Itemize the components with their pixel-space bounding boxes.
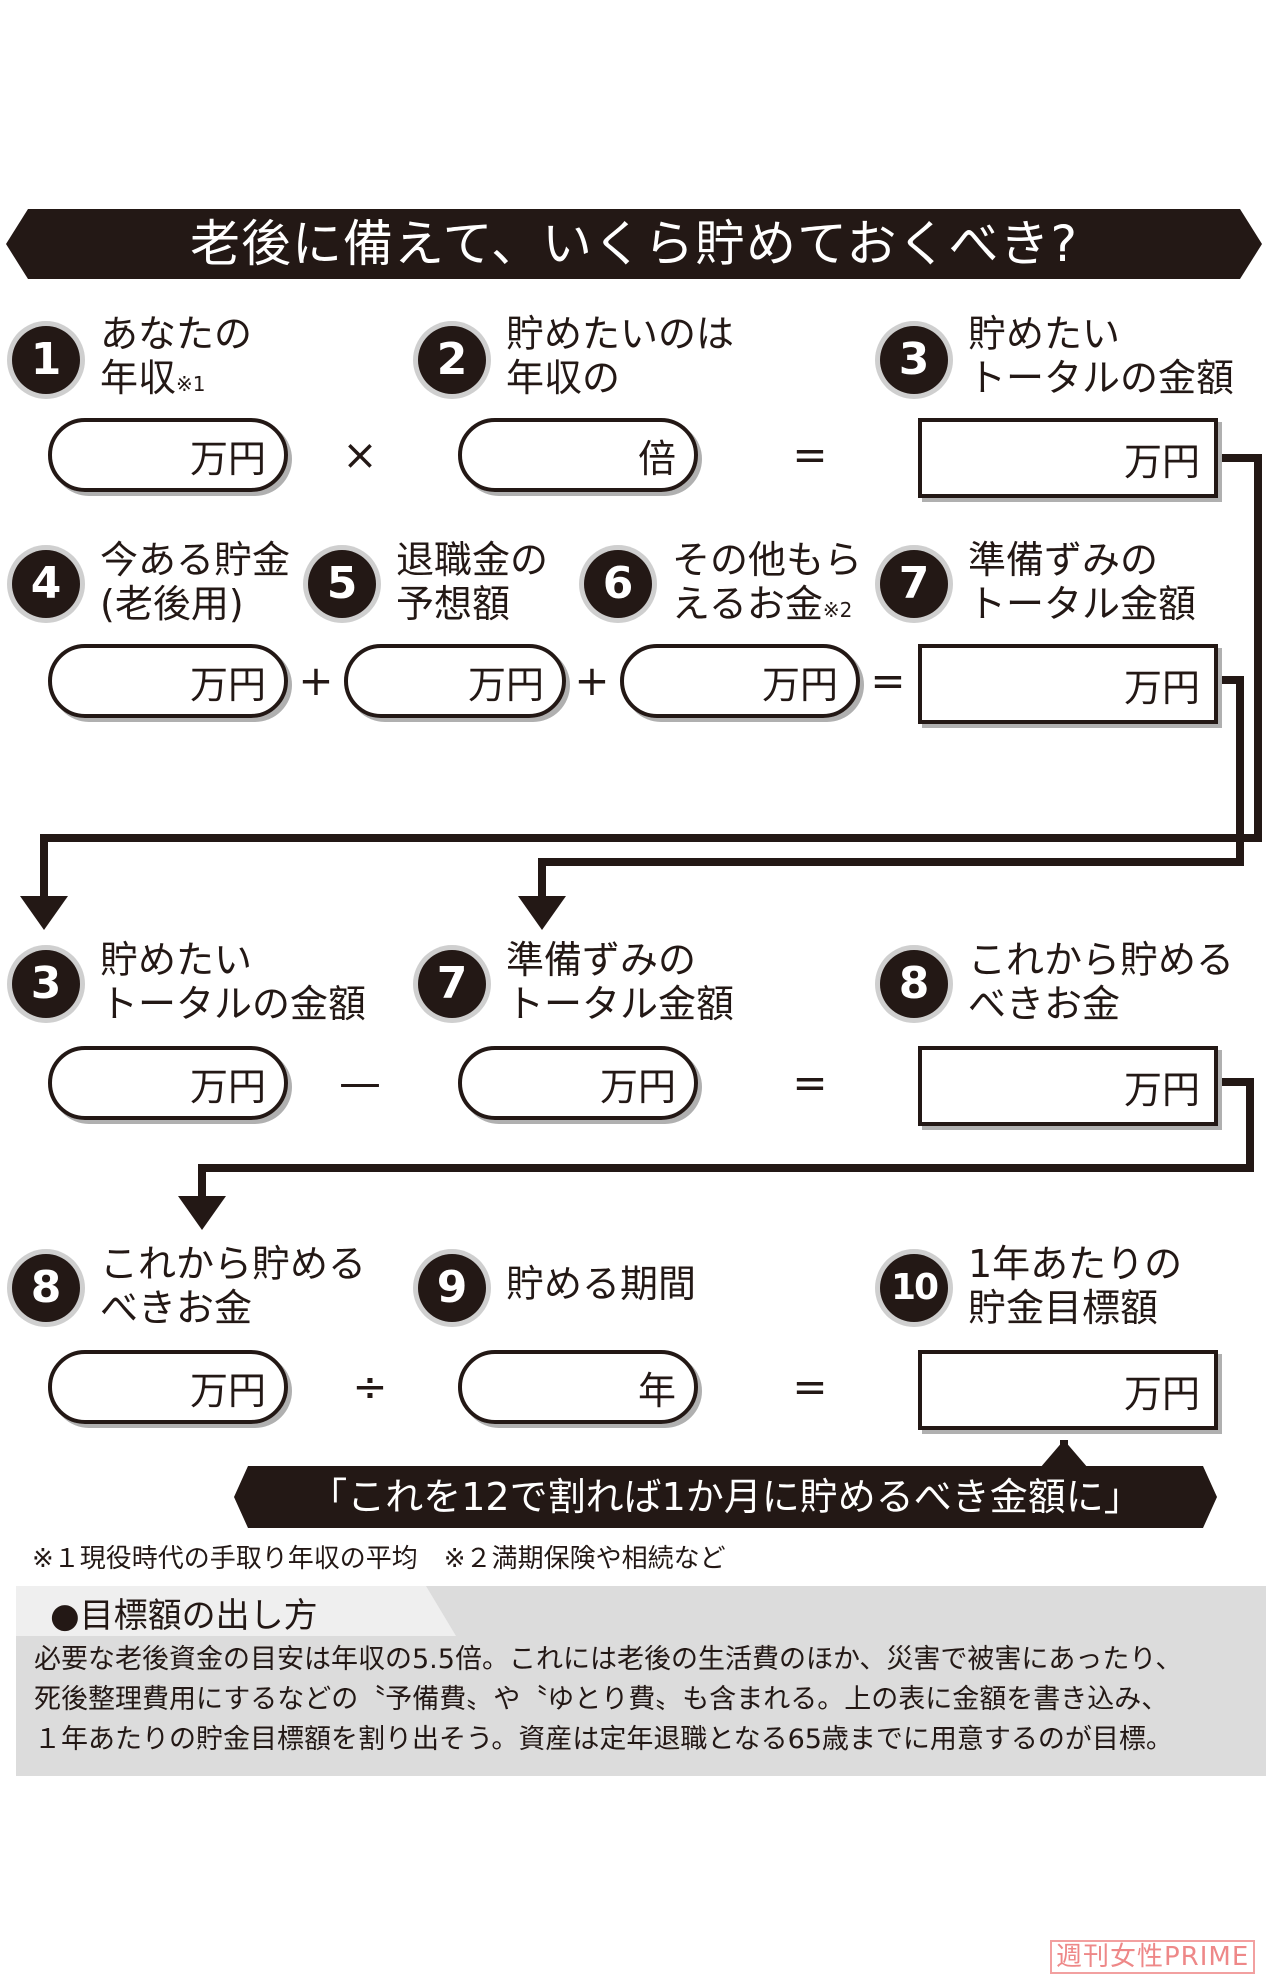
income-multiplier-field[interactable]: 倍 (458, 418, 698, 492)
step-label: これから貯める べきお金 (100, 1242, 367, 1330)
saving-period-field[interactable]: 年 (458, 1350, 698, 1424)
operator-symbol: — (339, 1058, 381, 1107)
publisher-logo: 週刊女性PRIME (1050, 1936, 1256, 1974)
footnote-mark: ※1 (176, 372, 206, 396)
step-number-badge: 7 (880, 550, 948, 618)
step-label: 1年あたりの 貯金目標額 (968, 1242, 1183, 1330)
unit-label: 万円 (1123, 439, 1200, 484)
unit-label: 万円 (467, 662, 544, 707)
info-title: ●目標額の出し方 (50, 1596, 318, 1636)
step-label: 準備ずみの トータル金額 (968, 538, 1197, 626)
monthly-hint-banner (234, 1466, 1217, 1528)
step-number-badge: 5 (308, 550, 376, 618)
operator-symbol: ÷ (352, 1362, 388, 1411)
unit-label: 万円 (189, 662, 266, 707)
remaining-savings-field[interactable]: 万円 (918, 1046, 1218, 1126)
title-banner (6, 209, 1262, 279)
step-number-badge: 2 (418, 326, 486, 394)
step-number-badge: 8 (12, 1254, 80, 1322)
unit-label: 万円 (189, 1064, 266, 1109)
step-number-badge: 8 (880, 950, 948, 1018)
step-label: 貯めたい トータルの金額 (100, 938, 367, 1026)
page-title: 老後に備えて、いくら貯めておくべき? (189, 215, 1079, 273)
step-label: これから貯める べきお金 (968, 938, 1235, 1026)
prepared-total-copy-field[interactable]: 万円 (458, 1046, 698, 1120)
info-title-tab (16, 1586, 456, 1636)
step-label: 今ある貯金 (老後用) (100, 538, 291, 626)
step-number-badge: 10 (880, 1254, 948, 1322)
unit-label: 万円 (1123, 1371, 1200, 1416)
step-number-badge: 3 (880, 326, 948, 394)
operator-symbol: = (792, 1362, 828, 1411)
retirement-allowance-field[interactable]: 万円 (344, 644, 566, 718)
step-label: 退職金の 予想額 (396, 538, 549, 626)
step-number-badge: 3 (12, 950, 80, 1018)
step-label: あなたの 年収※1 (100, 312, 253, 400)
step-number-badge: 7 (418, 950, 486, 1018)
footnote-mark: ※2 (822, 598, 853, 622)
step-label: 貯めたいのは 年収の (506, 312, 735, 400)
unit-label: 万円 (1123, 1067, 1200, 1112)
monthly-hint-text: 「これを12で割れば1か月に貯めるべき金額に」 (309, 1475, 1142, 1519)
operator-symbol: = (792, 1058, 828, 1107)
unit-label: 年 (637, 1368, 676, 1413)
operator-symbol: = (870, 656, 906, 705)
unit-label: 万円 (189, 436, 266, 481)
footnote: ※１現役時代の手取り年収の平均 ※２満期保険や相続など (32, 1544, 726, 1574)
info-line: 必要な老後資金の目安は年収の5.5倍。これには老後の生活費のほか、災害で被害にあ… (34, 1644, 1183, 1675)
unit-label: 万円 (599, 1064, 676, 1109)
operator-symbol: = (792, 430, 828, 479)
target-total-field[interactable]: 万円 (918, 418, 1218, 498)
info-body: 必要な老後資金の目安は年収の5.5倍。これには老後の生活費のほか、災害で被害にあ… (34, 1640, 1259, 1760)
operator-symbol: + (298, 656, 334, 705)
annual-target-field[interactable]: 万円 (918, 1350, 1218, 1430)
annual-income-field[interactable]: 万円 (48, 418, 288, 492)
info-line: 死後整理費用にするなどの〝予備費〟や〝ゆとり費〟も含まれる。上の表に金額を書き込… (34, 1684, 1169, 1715)
step-label: 準備ずみの トータル金額 (506, 938, 735, 1026)
step-number-badge: 6 (584, 550, 652, 618)
other-income-field[interactable]: 万円 (620, 644, 860, 718)
operator-symbol: + (574, 656, 610, 705)
prepared-total-field[interactable]: 万円 (918, 644, 1218, 724)
unit-label: 万円 (761, 662, 838, 707)
step-number-badge: 9 (418, 1254, 486, 1322)
step-label: 貯めたい トータルの金額 (968, 312, 1235, 400)
step-number-badge: 1 (12, 326, 80, 394)
unit-label: 万円 (189, 1368, 266, 1413)
info-line: １年あたりの貯金目標額を割り出そう。資産は定年退職となる65歳までに用意するのが… (34, 1724, 1173, 1755)
step-label: 貯める期間 (506, 1262, 697, 1306)
step-label: その他もら えるお金※2 (672, 538, 863, 626)
target-total-copy-field[interactable]: 万円 (48, 1046, 288, 1120)
current-savings-field[interactable]: 万円 (48, 644, 288, 718)
remaining-savings-copy-field[interactable]: 万円 (48, 1350, 288, 1424)
step-number-badge: 4 (12, 550, 80, 618)
unit-label: 万円 (1123, 665, 1200, 710)
unit-label: 倍 (637, 436, 676, 481)
operator-symbol: × (342, 430, 378, 479)
